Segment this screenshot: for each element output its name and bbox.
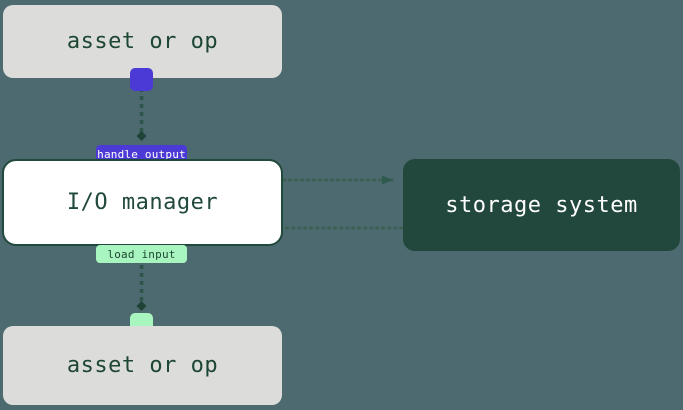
node-io-manager[interactable]: I/O manager [2,159,283,246]
edge-label-handle-output[interactable]: handle output [96,145,187,163]
node-label: asset or op [66,353,219,378]
edge-label-load-input[interactable]: load input [96,245,187,263]
output-port-marker[interactable] [130,68,153,91]
node-label: I/O manager [66,190,219,215]
node-storage-system[interactable]: storage system [403,159,680,251]
node-label: storage system [445,192,638,218]
node-asset-or-op-bottom[interactable]: asset or op [3,326,282,405]
edge-label-text: load input [107,247,176,261]
edge-label-text: handle output [97,147,186,161]
node-asset-or-op-top[interactable]: asset or op [3,5,282,78]
node-label: asset or op [66,29,219,54]
